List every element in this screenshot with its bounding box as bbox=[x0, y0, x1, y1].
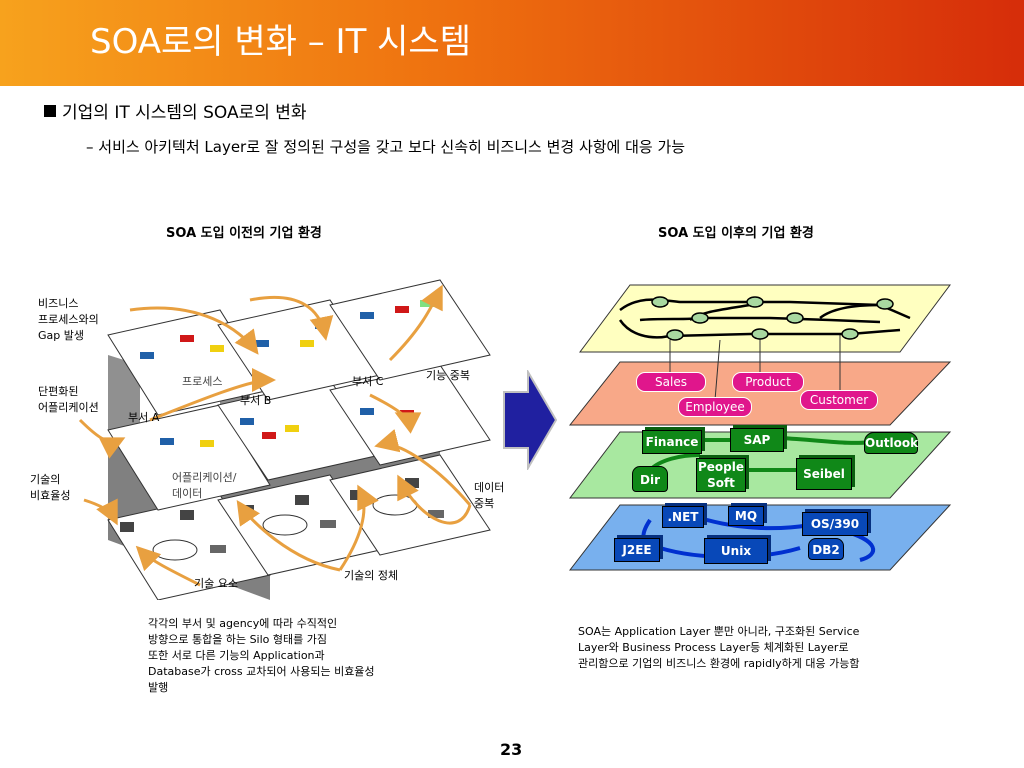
page-number: 23 bbox=[500, 740, 523, 759]
infra-j2ee: J2EE bbox=[614, 538, 660, 562]
infra-unix: Unix bbox=[704, 538, 768, 564]
label-fragmented-app: 단편화된 어플리케이션 bbox=[38, 384, 99, 416]
label-business-gap-line3: Gap 발생 bbox=[38, 329, 84, 342]
left-note-line3: 또한 서로 다른 기능의 Application과 bbox=[148, 649, 325, 662]
transition-arrow-icon bbox=[503, 370, 558, 470]
square-bullet-icon bbox=[44, 105, 56, 117]
bullet-sub: – 서비스 아키텍처 Layer로 잘 정의된 구성을 갖고 보다 신속히 비즈… bbox=[86, 138, 686, 156]
label-business-gap-line1: 비즈니스 bbox=[38, 297, 79, 310]
label-data-dup-line2: 중복 bbox=[474, 497, 495, 510]
tech-planes bbox=[107, 454, 491, 600]
title-bar bbox=[0, 0, 1024, 86]
label-tech-inefficiency-line1: 기술의 bbox=[30, 473, 61, 486]
label-tech-inefficiency-line2: 비효율성 bbox=[30, 489, 71, 502]
service-customer: Customer bbox=[800, 390, 878, 410]
app-sap: SAP bbox=[730, 428, 784, 452]
label-func-dup: 기능 중복 bbox=[426, 369, 470, 382]
right-note-line1: SOA는 Application Layer 뿐만 아니라, 구조화된 Serv… bbox=[578, 625, 860, 638]
problem-arrows bbox=[78, 284, 472, 587]
service-product: Product bbox=[732, 372, 804, 392]
right-note-line3: 관리함으로 기업의 비즈니스 환경에 rapidly하게 대응 가능함 bbox=[578, 657, 860, 670]
left-diagram-title: SOA 도입 이전의 기업 환경 bbox=[166, 226, 322, 241]
app-seibel: Seibel bbox=[796, 458, 852, 490]
label-data-dup-line1: 데이터 bbox=[474, 481, 505, 494]
label-dept-a: 부서 A bbox=[128, 411, 160, 424]
label-tech-element: 기술 요소 bbox=[194, 577, 238, 590]
label-app-data-line2: 데이터 bbox=[172, 487, 203, 500]
infra-mq: MQ bbox=[728, 506, 764, 526]
layer-connectors bbox=[669, 335, 841, 401]
infra-os390: OS/390 bbox=[802, 512, 868, 536]
label-business-gap: 비즈니스 프로세스와의 Gap 발생 bbox=[38, 296, 99, 344]
app-dir: Dir bbox=[632, 466, 668, 492]
infra-db2: DB2 bbox=[808, 538, 844, 560]
label-tech-stagnation: 기술의 정체 bbox=[344, 569, 399, 582]
bullet-main-text: 기업의 IT 시스템의 SOA로의 변화 bbox=[62, 103, 307, 123]
label-app-data-line1: 어플리케이션/ bbox=[172, 471, 237, 484]
bullet-main: 기업의 IT 시스템의 SOA로의 변화 bbox=[44, 98, 307, 123]
left-note-line1: 각각의 부서 및 agency에 따라 수직적인 bbox=[148, 617, 338, 630]
silo-diagram bbox=[78, 279, 491, 600]
label-data-dup: 데이터 중복 bbox=[474, 480, 504, 512]
label-business-gap-line2: 프로세스와의 bbox=[38, 313, 99, 326]
right-note: SOA는 Application Layer 뿐만 아니라, 구조화된 Serv… bbox=[578, 624, 978, 672]
left-note: 각각의 부서 및 agency에 따라 수직적인 방향으로 통합을 하는 Sil… bbox=[148, 616, 468, 696]
app-outlook: Outlook bbox=[864, 432, 918, 454]
process-nodes bbox=[651, 296, 894, 341]
app-peoplesoft: People Soft bbox=[696, 458, 746, 492]
label-app-data: 어플리케이션/ 데이터 bbox=[172, 470, 236, 502]
left-note-line2: 방향으로 통합을 하는 Silo 형태를 가짐 bbox=[148, 633, 327, 646]
left-note-line5: 발행 bbox=[148, 681, 169, 694]
label-tech-inefficiency: 기술의 비효율성 bbox=[30, 472, 70, 504]
slide-title: SOA로의 변화 – IT 시스템 bbox=[90, 22, 471, 62]
right-diagram-title: SOA 도입 이후의 기업 환경 bbox=[658, 226, 814, 241]
label-process: 프로세스 bbox=[182, 375, 223, 388]
infra-dotnet: .NET bbox=[662, 506, 704, 528]
left-note-line4: Database가 cross 교차되어 사용되는 비효율성 bbox=[148, 665, 375, 678]
label-fragmented-app-line1: 단편화된 bbox=[38, 385, 79, 398]
service-employee: Employee bbox=[678, 397, 752, 417]
process-planes bbox=[107, 279, 491, 416]
label-dept-b: 부서 B bbox=[240, 394, 272, 407]
right-note-line2: Layer와 Business Process Layer등 체계화된 Laye… bbox=[578, 641, 849, 654]
service-sales: Sales bbox=[636, 372, 706, 392]
label-dept-c: 부서 C bbox=[352, 375, 384, 388]
app-finance: Finance bbox=[642, 430, 702, 454]
label-fragmented-app-line2: 어플리케이션 bbox=[38, 401, 99, 414]
